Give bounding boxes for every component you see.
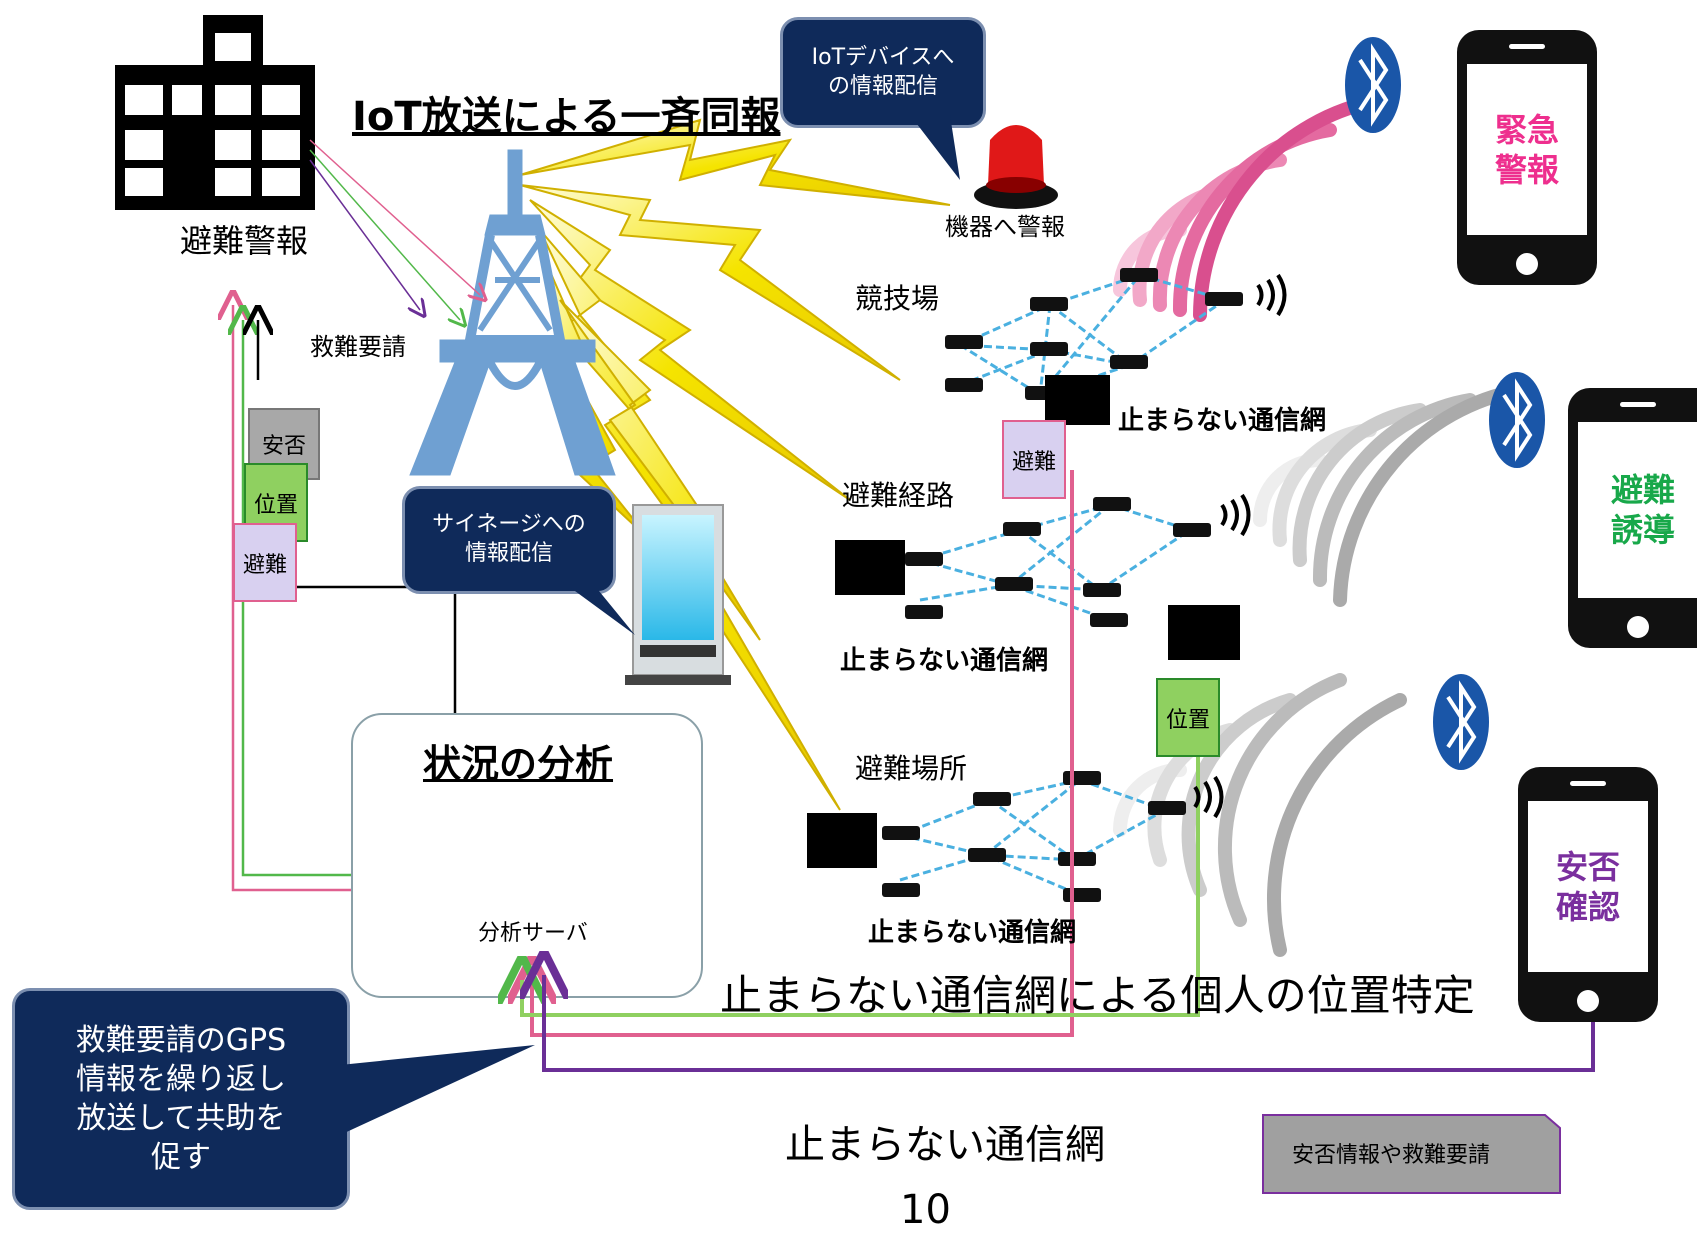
building-icon — [115, 15, 315, 210]
signage-bubble-tail — [560, 580, 635, 635]
evac-alert-label: 避難警報 — [180, 222, 309, 260]
evac-doc-mid-label: 避難 — [1011, 449, 1056, 475]
legend-text: 安否情報や救難要請 — [1292, 1143, 1491, 1168]
gps-info-bubble: 救難要請のGPS 情報を繰り返し 放送して共助を 促す — [12, 988, 350, 1210]
tower-icon — [409, 149, 616, 476]
mesh-network-route — [919, 503, 1191, 622]
signage-icon — [625, 504, 731, 685]
signage-delivery-text: サイネージへの 情報配信 — [432, 512, 586, 566]
rescue-request-arrows — [309, 139, 480, 320]
network-label-1: 止まらない通信網 — [1118, 406, 1327, 436]
iot-bubble-tail — [910, 115, 960, 180]
footer-title: 止まらない通信網 — [785, 1122, 1105, 1168]
page-title: IoT放送による一斉同報 — [352, 94, 781, 140]
stadium-label: 競技場 — [855, 282, 940, 315]
phone-safety-label: 安否 確認 — [1528, 801, 1648, 972]
position-doc-mid: 位置 — [1156, 678, 1220, 757]
page-number: 10 — [900, 1187, 951, 1233]
network-label-2: 止まらない通信網 — [840, 646, 1049, 676]
signage-delivery-bubble: サイネージへの 情報配信 — [402, 486, 616, 594]
rescue-request-label: 救難要請 — [310, 333, 406, 361]
bluetooth-icon — [1345, 37, 1545, 770]
gps-bubble-tail — [340, 1045, 535, 1135]
evac-doc-left-label: 避難 — [242, 552, 287, 578]
phone-waves-top — [1113, 93, 1387, 322]
iot-delivery-bubble: IoTデバイスへ の情報配信 — [780, 17, 986, 128]
mesh-network-shelter — [899, 778, 1166, 897]
safety-doc-label: 安否 — [261, 434, 306, 459]
phone-icon-safety: 安否 確認 — [1518, 767, 1658, 1022]
broadcast-bolts — [519, 118, 951, 811]
legend-box — [1262, 1114, 1561, 1194]
phone-evacuation-label: 避難 誘導 — [1578, 422, 1697, 598]
evac-doc-mid: 避難 — [1002, 420, 1066, 499]
evac-route-label: 避難経路 — [842, 479, 955, 512]
phone-icon-evacuation: 避難 誘導 — [1568, 388, 1697, 648]
position-doc-left-label: 位置 — [253, 492, 298, 518]
analysis-server-label: 分析サーバ — [478, 921, 588, 946]
position-doc-mid-label: 位置 — [1165, 707, 1210, 733]
server-feedback-lines — [522, 470, 1595, 1072]
gateway-boxes — [807, 375, 1240, 868]
wireless-node-icon — [882, 268, 1243, 902]
signal-marks — [1193, 273, 1287, 819]
phone-waves-bottom — [1113, 673, 1407, 957]
network-label-3: 止まらない通信網 — [868, 918, 1077, 948]
alarm-light-icon — [974, 125, 1058, 209]
evac-place-label: 避難場所 — [855, 752, 968, 785]
evac-doc-left: 避難 — [233, 523, 297, 602]
gps-info-text: 救難要請のGPS 情報を繰り返し 放送して共助を 促す — [75, 1023, 287, 1175]
phone-emergency-label: 緊急 警報 — [1467, 64, 1587, 235]
position-caption: 止まらない通信網による個人の位置特定 — [720, 971, 1475, 1020]
phone-waves-mid — [1253, 383, 1527, 607]
device-alert-label: 機器へ警報 — [945, 213, 1065, 241]
phone-icon-emergency: 緊急 警報 — [1457, 30, 1597, 285]
iot-delivery-text: IoTデバイスへ の情報配信 — [811, 44, 955, 99]
analysis-title: 状況の分析 — [423, 742, 614, 786]
